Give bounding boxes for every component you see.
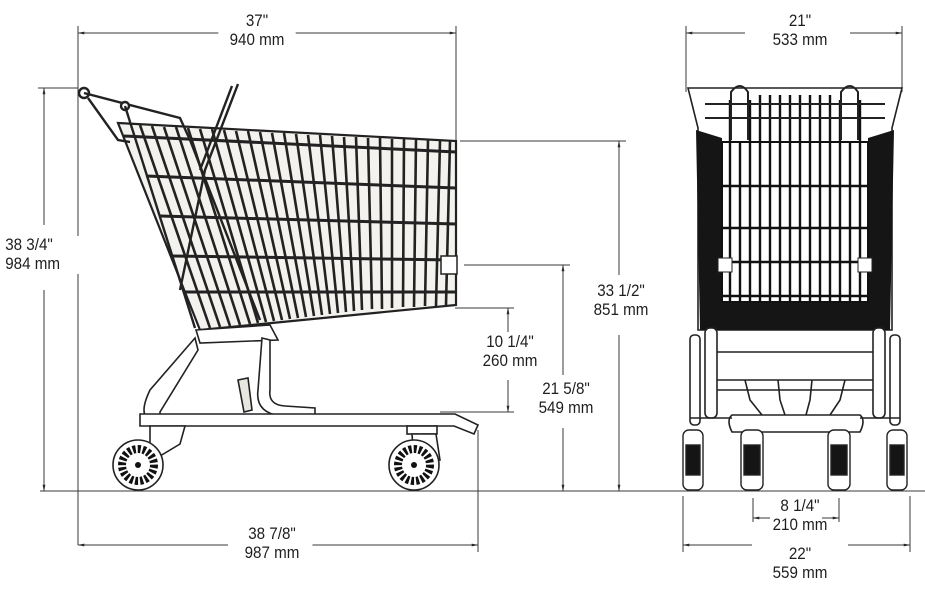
dim-metric: 533 mm	[772, 31, 828, 49]
dim-metric: 984 mm	[5, 255, 61, 273]
side-frame	[139, 324, 480, 464]
front-view-cart	[682, 85, 908, 491]
dim-metric: 851 mm	[593, 301, 649, 319]
front-wheels	[682, 429, 908, 491]
dim-label-basket-bottom-height: 21 5/8" 549 mm	[529, 380, 603, 418]
dim-label-outer-wheel-span: 22" 559 mm	[759, 545, 841, 583]
dim-metric: 210 mm	[772, 516, 828, 534]
dim-imperial: 21 5/8"	[542, 380, 590, 398]
front-dimension-lines	[682, 26, 911, 552]
dim-imperial: 22"	[788, 545, 812, 563]
dim-label-inner-wheel-span: 8 1/4" 210 mm	[761, 497, 838, 535]
dim-metric: 559 mm	[772, 564, 828, 582]
side-handle	[77, 83, 262, 329]
dim-label-overall-height: 38 3/4" 984 mm	[3, 236, 81, 274]
side-dimension-lines	[38, 26, 925, 552]
side-wheel-rear	[112, 439, 164, 491]
dim-label-wheelbase-length: 38 7/8" 987 mm	[231, 525, 313, 563]
dim-metric: 549 mm	[538, 399, 594, 417]
dim-label-front-width: 21" 533 mm	[759, 12, 841, 50]
dim-label-basket-top-height: 33 1/2" 851 mm	[583, 282, 659, 320]
dim-metric: 987 mm	[244, 544, 300, 562]
dim-label-basket-depth: 10 1/4" 260 mm	[473, 333, 547, 371]
dim-label-overall-length: 37" 940 mm	[218, 12, 296, 50]
side-view-cart	[77, 83, 480, 491]
side-wheel-front	[388, 439, 440, 491]
side-basket	[116, 121, 458, 332]
dim-imperial: 10 1/4"	[486, 333, 534, 351]
dim-imperial: 33 1/2"	[597, 282, 645, 300]
dim-imperial: 38 7/8"	[248, 525, 296, 543]
dim-imperial: 8 1/4"	[780, 497, 820, 515]
dim-metric: 940 mm	[229, 31, 285, 49]
dim-imperial: 37"	[245, 12, 269, 30]
dim-imperial: 21"	[788, 12, 812, 30]
dim-metric: 260 mm	[482, 352, 538, 370]
dim-imperial: 38 3/4"	[5, 236, 53, 254]
